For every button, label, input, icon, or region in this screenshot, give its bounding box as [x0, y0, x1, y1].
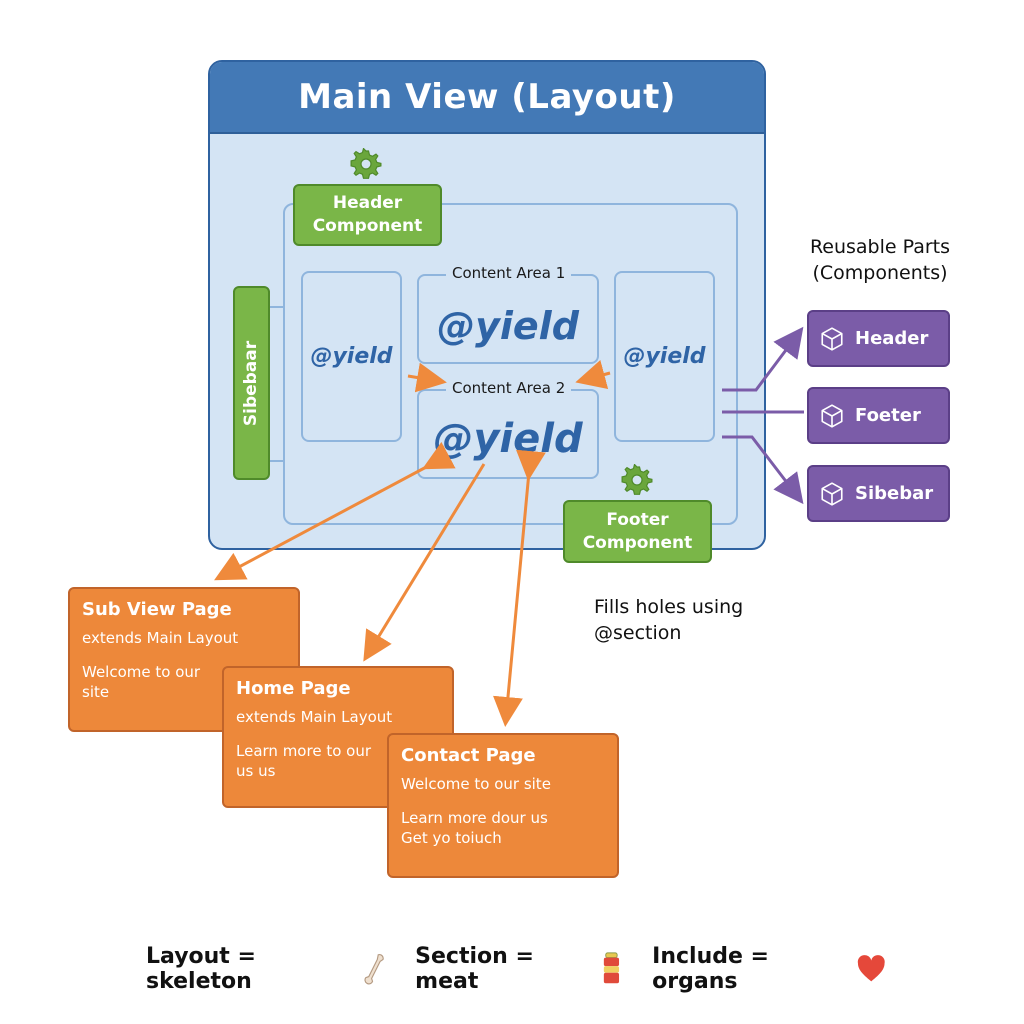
contact-page-line-0: Welcome to our site [401, 775, 551, 793]
reusable-parts-title-2: (Components) [812, 262, 948, 284]
footer-component-label-1: Footer [606, 509, 669, 530]
section-note: Fills holes using @section [594, 594, 743, 646]
main-title-bar: Main View (Layout) [210, 62, 764, 134]
header-component-label-2: Component [312, 216, 423, 236]
content-area-1-yield: @yield [437, 304, 579, 348]
contact-page-title: Contact Page [401, 745, 536, 766]
section-note-line-1: Fills holes using [594, 596, 744, 618]
content-area-2-yield: @yield [433, 416, 583, 462]
reusable-sidebar-box[interactable]: Sibebar [807, 465, 950, 522]
reusable-header-label: Header [855, 328, 929, 349]
sidebar-component-box[interactable]: Sibebaar [233, 286, 270, 480]
reusable-sidebar-label: Sibebar [855, 483, 934, 504]
reusable-header-box[interactable]: Header [807, 310, 950, 367]
legend-layout: Layout = skeleton [146, 944, 385, 994]
content-area-1[interactable]: @yield [417, 274, 599, 364]
legend-section: Section = meat [415, 944, 622, 994]
sub-view-page-line-2: site [82, 683, 110, 701]
header-component-box[interactable]: Header Component [293, 184, 442, 246]
main-layout-title: Main View (Layout) [298, 77, 676, 117]
meat-icon [604, 952, 620, 984]
footer-gear-icon [621, 464, 653, 495]
contact-page-line-2: Get yo toiuch [401, 829, 502, 847]
sidebar-label: Sibebaar [241, 340, 262, 426]
reusable-footer-label: Foeter [855, 405, 921, 426]
legend-include-text: Include = organs [652, 944, 769, 994]
right-yield-slot[interactable]: @yield [614, 271, 715, 442]
left-yield-slot[interactable]: @yield [301, 271, 402, 442]
header-gear-icon [350, 148, 382, 179]
reusable-parts-title: Reusable Parts (Components) [790, 234, 970, 286]
header-component-label-1: Header [332, 193, 403, 213]
cube-icon [821, 403, 843, 428]
cube-icon [821, 326, 843, 351]
footer-component-box[interactable]: Footer Component [563, 500, 712, 563]
home-page-extends: extends Main Layout [236, 708, 393, 726]
legend: Layout = skeleton Section = meat Include… [146, 944, 886, 994]
content-area-2[interactable]: @yield [417, 389, 599, 479]
reusable-parts-title-1: Reusable Parts [809, 236, 951, 258]
contact-page-card[interactable]: Contact Page Welcome to our site Learn m… [387, 733, 619, 878]
home-page-line-2: us us [236, 762, 276, 780]
content-area-1-label: Content Area 1 [446, 264, 572, 282]
home-page-line-1: Learn more to our [236, 742, 371, 760]
heart-icon [858, 955, 886, 982]
footer-component-label-2: Component [582, 532, 693, 553]
legend-section-text: Section = meat [415, 944, 534, 994]
legend-include: Include = organs [652, 944, 886, 994]
home-page-title: Home Page [236, 678, 351, 699]
left-yield-text: @yield [310, 344, 393, 369]
cube-icon [821, 481, 843, 506]
section-note-line-2: @section [594, 622, 682, 644]
bone-icon [364, 954, 384, 985]
sub-view-page-title: Sub View Page [82, 599, 232, 620]
sub-view-page-line-1: Welcome to our [82, 663, 201, 681]
contact-page-line-1: Learn more dour us [401, 809, 548, 827]
content-area-2-label: Content Area 2 [446, 379, 572, 397]
legend-layout-text: Layout = skeleton [146, 944, 256, 994]
sub-view-page-extends: extends Main Layout [82, 629, 239, 647]
right-yield-text: @yield [623, 344, 706, 369]
reusable-footer-box[interactable]: Foeter [807, 387, 950, 444]
sidebar-connector-bottom [268, 460, 285, 462]
sidebar-connector-top [268, 306, 285, 308]
